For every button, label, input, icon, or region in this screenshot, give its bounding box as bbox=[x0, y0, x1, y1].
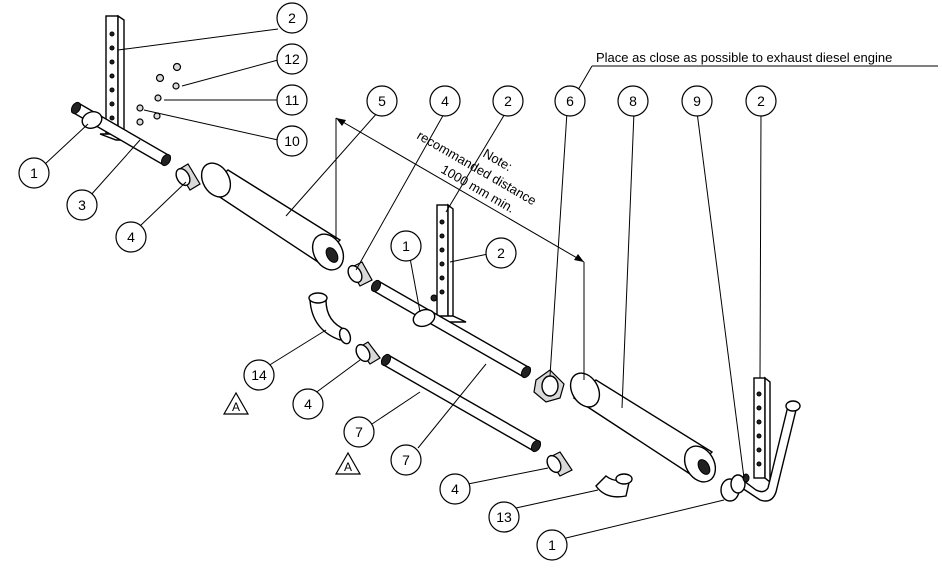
svg-text:3: 3 bbox=[78, 197, 86, 213]
svg-text:4: 4 bbox=[304, 396, 312, 412]
balloon-13: 13 bbox=[488, 501, 520, 533]
pipe-middle bbox=[370, 279, 532, 379]
svg-text:5: 5 bbox=[378, 93, 386, 109]
balloon-2-b: 2 bbox=[492, 85, 524, 117]
bracket-center bbox=[429, 203, 467, 323]
svg-text:11: 11 bbox=[285, 92, 300, 108]
coupling-3 bbox=[355, 341, 381, 365]
svg-text:14: 14 bbox=[251, 367, 267, 383]
elbow-14 bbox=[308, 292, 352, 345]
svg-text:10: 10 bbox=[284, 133, 300, 149]
bracket-right bbox=[753, 376, 771, 484]
balloon-4-d: 4 bbox=[439, 473, 471, 505]
balloon-11: 11 bbox=[276, 84, 308, 116]
muffler-8 bbox=[569, 372, 717, 483]
svg-text:4: 4 bbox=[441, 93, 449, 109]
svg-text:7: 7 bbox=[355, 424, 363, 440]
balloon-14: 14 bbox=[243, 359, 275, 391]
coupling-4 bbox=[546, 451, 573, 477]
callout-note: Place as close as possible to exhaust di… bbox=[596, 50, 892, 65]
balloon-10: 10 bbox=[276, 125, 308, 157]
dimension-line bbox=[335, 117, 585, 380]
pipe-left bbox=[70, 101, 172, 167]
balloon-4-c: 4 bbox=[292, 388, 324, 420]
svg-text:1: 1 bbox=[548, 537, 556, 553]
balloon-4-b: 4 bbox=[429, 85, 461, 117]
union-6 bbox=[533, 369, 565, 403]
balloon-1-center: 1 bbox=[390, 230, 422, 262]
balloon-7-a: 7 bbox=[343, 416, 375, 448]
svg-text:4: 4 bbox=[451, 481, 459, 497]
balloon-2-d: 2 bbox=[485, 237, 517, 269]
balloon-4-a: 4 bbox=[115, 221, 147, 253]
balloon-2-top: 2 bbox=[276, 2, 308, 34]
balloon-8: 8 bbox=[617, 85, 649, 117]
view-marker-a-1: A bbox=[222, 391, 250, 415]
pipe-lower bbox=[380, 353, 542, 453]
svg-text:1: 1 bbox=[402, 238, 410, 254]
balloon-5: 5 bbox=[366, 85, 398, 117]
elbow-13 bbox=[595, 473, 633, 498]
svg-text:9: 9 bbox=[693, 93, 701, 109]
balloon-6: 6 bbox=[554, 85, 586, 117]
svg-text:1: 1 bbox=[30, 165, 38, 181]
coupling-1 bbox=[175, 163, 201, 191]
svg-text:A: A bbox=[344, 460, 352, 474]
leader-lines bbox=[43, 28, 762, 539]
svg-text:2: 2 bbox=[288, 10, 296, 26]
svg-text:2: 2 bbox=[757, 93, 765, 109]
svg-text:7: 7 bbox=[402, 452, 410, 468]
balloon-3: 3 bbox=[66, 189, 98, 221]
svg-text:6: 6 bbox=[566, 93, 574, 109]
svg-text:13: 13 bbox=[496, 509, 512, 525]
balloon-1-right: 1 bbox=[536, 529, 568, 561]
svg-text:2: 2 bbox=[504, 93, 512, 109]
svg-text:2: 2 bbox=[497, 245, 505, 261]
svg-text:A: A bbox=[232, 400, 240, 414]
tail-pipe-9 bbox=[720, 400, 801, 502]
balloon-12: 12 bbox=[276, 43, 308, 75]
svg-text:12: 12 bbox=[284, 51, 300, 67]
balloon-7-b: 7 bbox=[390, 444, 422, 476]
coupling-2 bbox=[347, 261, 373, 287]
balloon-1-left: 1 bbox=[18, 157, 50, 189]
balloon-9: 9 bbox=[681, 85, 713, 117]
muffler-5 bbox=[200, 162, 345, 271]
svg-text:4: 4 bbox=[127, 229, 135, 245]
balloon-2-c: 2 bbox=[745, 85, 777, 117]
svg-text:8: 8 bbox=[629, 93, 637, 109]
fasteners bbox=[136, 62, 182, 126]
view-marker-a-2: A bbox=[334, 451, 362, 475]
